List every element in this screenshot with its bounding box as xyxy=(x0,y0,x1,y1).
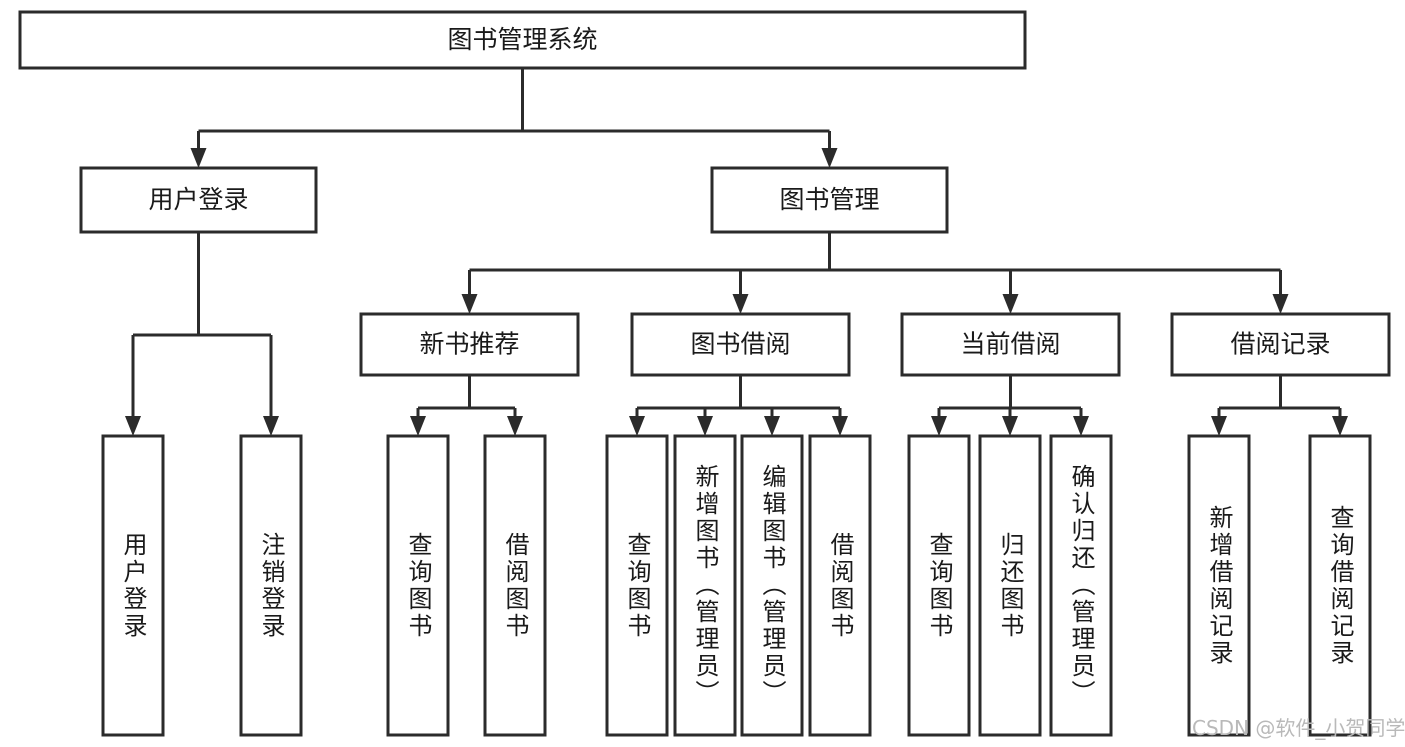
arrow-head-icon xyxy=(1002,294,1019,314)
node-box-leaf-rec-query-record[interactable] xyxy=(1308,434,1372,737)
arrow-head-icon xyxy=(931,416,947,436)
arrow-head-icon xyxy=(1211,416,1227,436)
node-box-leaf-user-logout[interactable] xyxy=(239,434,303,737)
node-box-user-login[interactable] xyxy=(79,166,318,234)
node-label-borrow-record: 借阅记录 xyxy=(1230,330,1330,359)
node-box-book-manage[interactable] xyxy=(710,166,949,234)
node-box-leaf-cur-confirm-return[interactable] xyxy=(1049,434,1113,737)
node-box-leaf-rec-query-book[interactable] xyxy=(386,434,450,737)
node-label-current-borrow: 当前借阅 xyxy=(960,330,1060,359)
arrow-head-icon xyxy=(832,416,848,436)
node-label-book-borrow: 图书借阅 xyxy=(690,330,790,359)
node-box-leaf-user-login[interactable] xyxy=(101,434,165,737)
arrow-head-icon xyxy=(263,416,279,436)
node-box-leaf-rec-add-record[interactable] xyxy=(1187,434,1251,737)
arrow-head-icon xyxy=(764,416,780,436)
node-box-leaf-borrow-borrow-book[interactable] xyxy=(808,434,872,737)
arrow-head-icon xyxy=(1002,416,1018,436)
arrow-head-icon xyxy=(410,416,426,436)
arrow-head-icon xyxy=(629,416,645,436)
arrow-head-icon xyxy=(732,294,749,314)
node-box-leaf-borrow-add-book[interactable] xyxy=(673,434,737,737)
node-box-new-book-rec[interactable] xyxy=(359,312,580,377)
arrow-head-icon xyxy=(461,294,478,314)
node-box-leaf-rec-borrow-book[interactable] xyxy=(483,434,547,737)
node-label-root: 图书管理系统 xyxy=(447,25,597,54)
arrow-head-icon xyxy=(697,416,713,436)
node-box-leaf-cur-return-book[interactable] xyxy=(978,434,1042,737)
arrow-head-icon xyxy=(1073,416,1089,436)
node-box-current-borrow[interactable] xyxy=(900,312,1121,377)
node-label-new-book-rec: 新书推荐 xyxy=(419,330,519,359)
arrow-head-icon xyxy=(125,416,141,436)
arrow-head-icon xyxy=(821,148,838,168)
node-box-leaf-borrow-edit-book[interactable] xyxy=(740,434,804,737)
arrow-head-icon xyxy=(1272,294,1289,314)
arrow-head-icon xyxy=(190,148,207,168)
node-box-leaf-cur-query-book[interactable] xyxy=(907,434,971,737)
node-label-user-login: 用户登录 xyxy=(148,185,248,214)
node-box-borrow-record[interactable] xyxy=(1170,312,1391,377)
connectors-layer xyxy=(125,68,1348,436)
node-box-book-borrow[interactable] xyxy=(630,312,851,377)
node-box-root[interactable] xyxy=(18,10,1027,70)
node-box-leaf-borrow-query-book[interactable] xyxy=(605,434,669,737)
node-label-book-manage: 图书管理 xyxy=(779,185,879,214)
arrow-head-icon xyxy=(1332,416,1348,436)
watermark-text: CSDN @软件_小贺同学 xyxy=(1192,716,1405,740)
arrow-head-icon xyxy=(507,416,523,436)
